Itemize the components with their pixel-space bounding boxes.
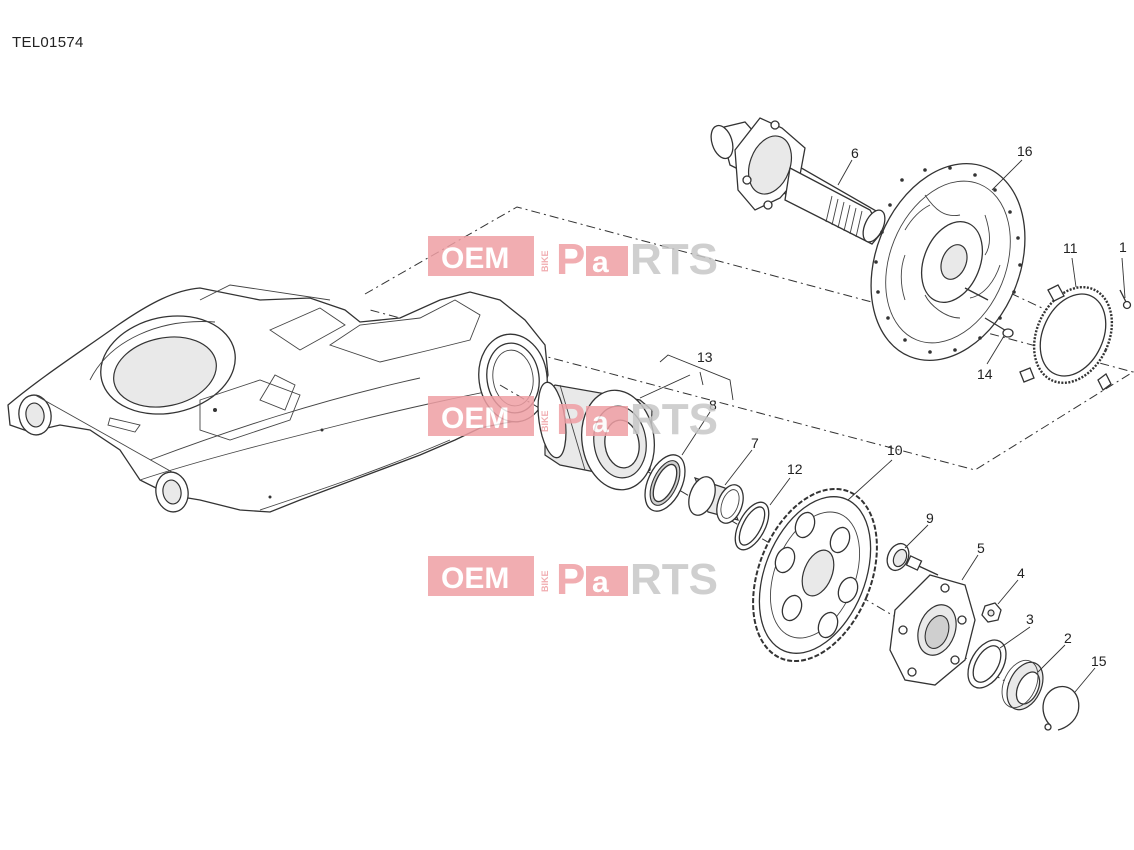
- part-8-seal: [644, 454, 686, 512]
- watermark-middle: OEM BIKE P a RTS: [428, 395, 718, 444]
- part-6-axle: [710, 117, 886, 245]
- leader-lines: [681, 159, 1126, 693]
- svg-text:P: P: [556, 555, 585, 604]
- callout-7: 7: [751, 435, 759, 451]
- svg-text:OEM: OEM: [441, 562, 509, 595]
- callout-11: 11: [1063, 240, 1078, 256]
- callout-8: 8: [709, 397, 717, 413]
- part-14-screws: [964, 287, 1014, 338]
- callout-4: 4: [1017, 565, 1025, 581]
- drawing-code: TEL01574: [12, 34, 84, 51]
- watermark-top: OEM BIKE P a RTS: [428, 235, 718, 284]
- svg-text:RTS: RTS: [630, 235, 718, 284]
- part-7-spacer: [688, 476, 744, 524]
- callout-6: 6: [851, 145, 859, 161]
- part-11-abs-tone-ring: [1019, 284, 1114, 391]
- callout-9: 9: [926, 510, 934, 526]
- callout-1: 1: [1119, 239, 1127, 255]
- part-16-brake-disc: [870, 163, 1026, 361]
- svg-text:P: P: [556, 395, 585, 444]
- svg-text:BIKE: BIKE: [540, 410, 550, 432]
- svg-text:P: P: [556, 235, 585, 284]
- svg-text:a: a: [592, 566, 609, 599]
- callout-12: 12: [787, 461, 803, 477]
- svg-text:OEM: OEM: [441, 402, 509, 435]
- part-2-ring-nut: [1001, 659, 1044, 711]
- svg-text:OEM: OEM: [441, 242, 509, 275]
- svg-text:RTS: RTS: [630, 395, 718, 444]
- part-9-stud: [886, 542, 939, 576]
- svg-text:a: a: [592, 406, 609, 439]
- part-3-washer: [967, 639, 1007, 689]
- callout-14: 14: [977, 366, 993, 382]
- part-1-screw: [1119, 289, 1132, 310]
- part-15-circlip: [1042, 685, 1080, 731]
- callout-10: 10: [887, 442, 903, 458]
- callout-3: 3: [1026, 611, 1034, 627]
- svg-text:BIKE: BIKE: [540, 250, 550, 272]
- callout-5: 5: [977, 540, 985, 556]
- callout-15: 15: [1091, 653, 1107, 669]
- watermark-bottom: OEM BIKE P a RTS: [428, 555, 718, 604]
- part-12-oring: [734, 501, 770, 551]
- svg-text:RTS: RTS: [630, 555, 718, 604]
- svg-text:a: a: [592, 246, 609, 279]
- svg-text:BIKE: BIKE: [540, 570, 550, 592]
- part-5-sprocket-carrier: [889, 574, 976, 686]
- callout-13: 13: [697, 349, 713, 365]
- part-10-sprocket: [752, 487, 878, 663]
- part-4-nut: [981, 602, 1002, 623]
- callout-16: 16: [1017, 143, 1033, 159]
- callout-2: 2: [1064, 630, 1072, 646]
